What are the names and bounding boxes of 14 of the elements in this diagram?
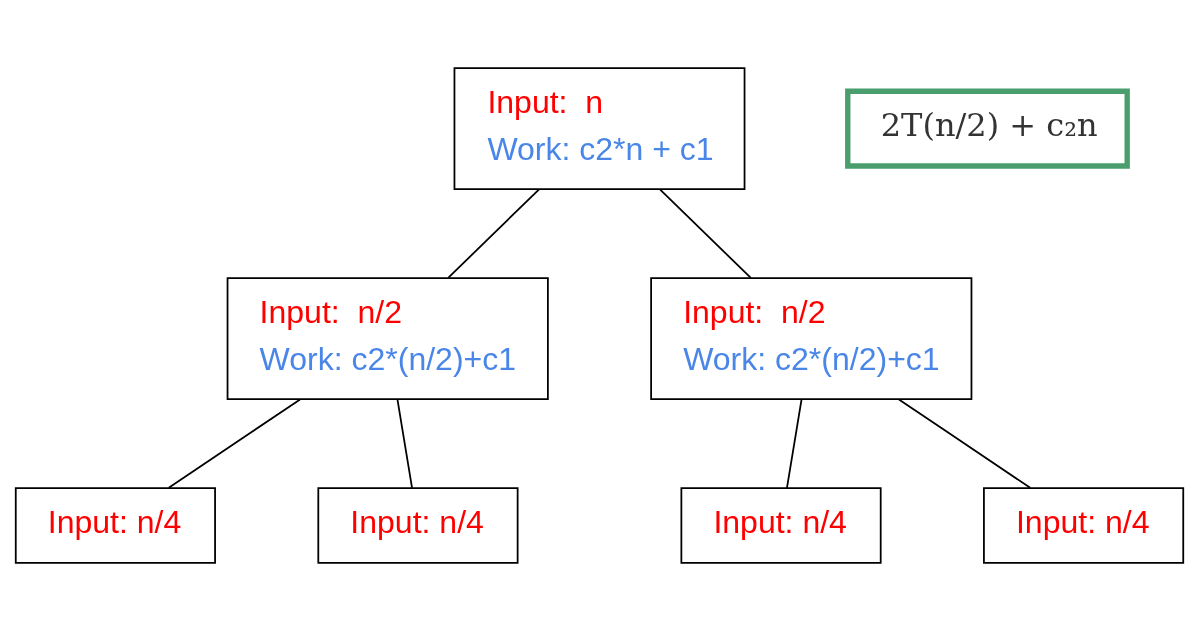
node-box: 2T(n/2) + c₂n bbox=[845, 88, 1130, 169]
node-box: Input: n/2 Work: c2*(n/2)+c1 bbox=[226, 276, 549, 400]
connector bbox=[447, 188, 540, 279]
connector bbox=[898, 398, 1032, 489]
node-box: Input: n/4 bbox=[14, 486, 216, 564]
node-box: Input: n/4 bbox=[680, 486, 882, 564]
node-box: Input: n/2 Work: c2*(n/2)+c1 bbox=[650, 276, 973, 400]
connector bbox=[396, 398, 413, 489]
node-box: Input: n/4 bbox=[983, 486, 1185, 564]
connector bbox=[659, 188, 752, 279]
connector bbox=[786, 398, 803, 489]
node-box: Input: n/4 bbox=[317, 486, 519, 564]
connector bbox=[167, 398, 301, 489]
node-box: Input: n Work: c2*n + c1 bbox=[453, 66, 746, 190]
